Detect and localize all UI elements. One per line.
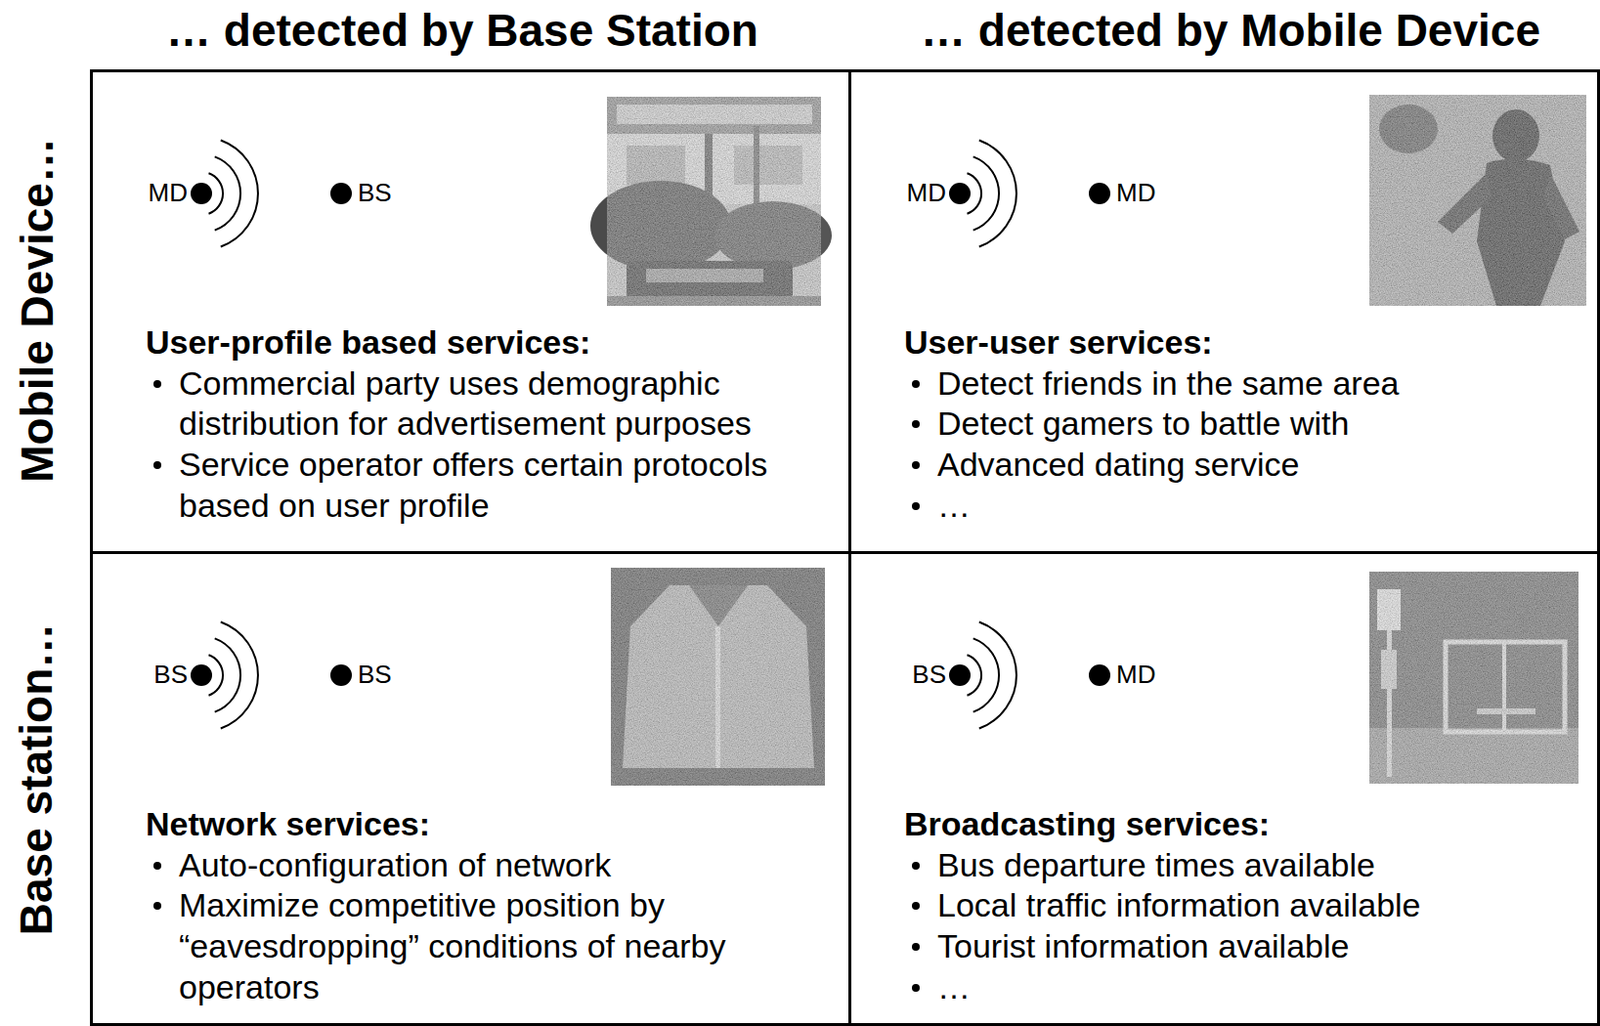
device-label: BS <box>357 660 392 691</box>
bullet-text: Detect gamers to battle with <box>937 404 1349 442</box>
bullet-text: Service operator offers certain protocol… <box>178 445 768 524</box>
bullet-text: Commercial party uses demographic distri… <box>178 364 752 443</box>
text-block: User-user services:Detect friends in the… <box>904 322 1589 527</box>
wireless-icon-part <box>190 664 213 687</box>
bullet-text: Advanced dating service <box>937 445 1299 483</box>
jacket-photo <box>610 567 825 786</box>
text-block: Broadcasting services:Bus departure time… <box>904 804 1589 1009</box>
person-photo <box>1369 94 1587 306</box>
section-heading: Broadcasting services: <box>904 804 1589 846</box>
service-cell: User-user services:Detect friends in the… <box>848 69 1600 552</box>
street-photo <box>590 96 832 306</box>
jacket-photo-part <box>610 567 825 786</box>
bullet-item: … <box>904 967 1563 1009</box>
section-heading: Network services: <box>145 804 830 846</box>
bullet-text: Tourist information available <box>937 927 1349 965</box>
bullet-dot <box>911 862 920 870</box>
row-header: Mobile Device… <box>11 137 64 483</box>
bus-stop-photo-part <box>1369 571 1579 784</box>
text-block: Network services:Auto-configuration of n… <box>145 804 830 1009</box>
device-label: MD <box>1116 660 1156 691</box>
wireless-icon <box>190 140 352 248</box>
bullet-item: Commercial party uses demographic distri… <box>145 363 805 445</box>
bullet-text: Maximize competitive position by “eavesd… <box>178 886 726 1005</box>
wireless-icon <box>190 622 352 730</box>
wireless-icon-part <box>949 664 971 687</box>
wireless-icon-part <box>220 622 259 730</box>
bullet-text: Auto-configuration of network <box>178 846 611 884</box>
street-photo-part <box>606 96 822 306</box>
jacket-photo-part <box>610 567 825 786</box>
wireless-icon-part <box>973 156 999 230</box>
bullet-item: Tourist information available <box>904 926 1563 968</box>
bullet-text: … <box>937 486 971 524</box>
bullet-text: Detect friends in the same area <box>937 364 1399 402</box>
device-label: BS <box>911 660 947 691</box>
bullet-text: Local traffic information available <box>937 886 1422 924</box>
service-cell: Network services:Auto-configuration of n… <box>89 551 849 1026</box>
bullet-dot <box>153 862 162 870</box>
bullet-dot <box>911 461 920 470</box>
bullet-item: Service operator offers certain protocol… <box>145 444 805 526</box>
device-label: MD <box>148 178 188 209</box>
bullet-text: … <box>937 968 971 1006</box>
device-label: BS <box>153 660 188 691</box>
wireless-icon-part <box>973 638 999 712</box>
device-label: MD <box>907 178 947 209</box>
wireless-icon-part <box>215 638 241 712</box>
wireless-icon <box>949 140 1111 248</box>
bullet-dot <box>911 502 920 511</box>
bus-stop-photo <box>1369 571 1579 784</box>
bullet-item: Local traffic information available <box>904 885 1563 927</box>
bullet-dot <box>153 461 162 470</box>
wireless-icon-part <box>330 664 352 687</box>
wireless-icon-part <box>979 140 1017 248</box>
section-heading: User-user services: <box>904 322 1589 364</box>
bullet-dot <box>911 943 920 952</box>
wireless-icon-part <box>979 622 1017 730</box>
wireless-icon-part <box>215 156 241 230</box>
bullet-dot <box>911 984 920 993</box>
service-cell: Broadcasting services:Bus departure time… <box>848 551 1600 1026</box>
bullet-item: Bus departure times available <box>904 845 1563 887</box>
bullet-dot <box>153 902 162 910</box>
wireless-icon-part <box>1088 664 1111 687</box>
person-photo-part <box>1369 94 1587 306</box>
bullet-item: Maximize competitive position by “eavesd… <box>145 885 805 1008</box>
bullet-item: Advanced dating service <box>904 444 1563 486</box>
bullet-dot <box>911 380 920 389</box>
bullet-item: Detect friends in the same area <box>904 363 1563 405</box>
bullet-dot <box>911 902 920 910</box>
row-header: Base station… <box>11 622 64 936</box>
street-photo-part <box>606 96 822 306</box>
bullet-text: Bus departure times available <box>937 846 1376 884</box>
service-cell: User-profile based services:Commercial p… <box>89 69 849 552</box>
bullet-item: Detect gamers to battle with <box>904 403 1563 445</box>
section-heading: User-profile based services: <box>145 322 830 364</box>
column-header: … detected by Base Station <box>166 4 759 57</box>
device-label: MD <box>1116 178 1156 209</box>
bullet-item: … <box>904 485 1563 527</box>
bullet-dot <box>911 420 920 429</box>
wireless-icon <box>949 622 1111 730</box>
wireless-icon-part <box>949 182 971 205</box>
device-label: BS <box>357 178 392 209</box>
column-header: … detected by Mobile Device <box>920 4 1541 57</box>
person-photo-part <box>1369 94 1587 306</box>
wireless-icon-part <box>330 182 352 205</box>
bus-stop-photo-part <box>1369 571 1579 784</box>
bullet-item: Auto-configuration of network <box>145 845 805 887</box>
wireless-icon-part <box>220 140 259 248</box>
text-block: User-profile based services:Commercial p… <box>145 322 830 527</box>
bullet-dot <box>153 380 162 389</box>
wireless-icon-part <box>190 182 213 205</box>
wireless-icon-part <box>1088 182 1111 205</box>
